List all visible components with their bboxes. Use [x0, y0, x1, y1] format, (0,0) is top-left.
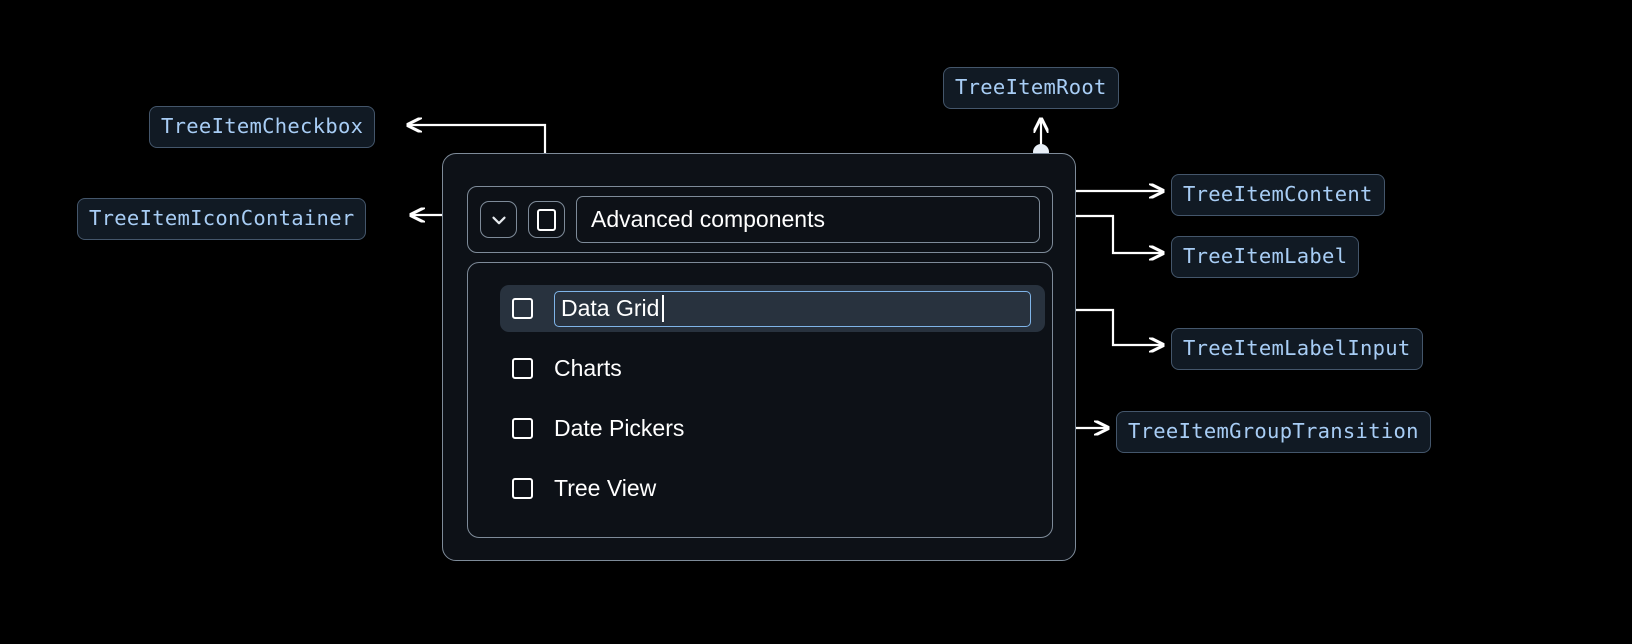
checkbox-icon[interactable] — [512, 418, 533, 439]
tree-row-date-pickers[interactable]: Date Pickers — [500, 405, 1045, 452]
tree-item-label-text: Advanced components — [591, 206, 825, 232]
checkbox-icon[interactable] — [512, 358, 533, 379]
tree-item-label: Charts — [554, 355, 622, 381]
tree-row-tree-view[interactable]: Tree View — [500, 465, 1045, 512]
tree-item-label: Date Pickers — [554, 415, 685, 441]
tree-item-label[interactable]: Advanced components — [576, 196, 1040, 243]
annotation-chip-label: TreeItemLabel — [1171, 236, 1360, 278]
chevron-down-icon — [491, 216, 506, 224]
annotation-chip-icon-container: TreeItemIconContainer — [77, 198, 367, 240]
checkbox-icon — [537, 208, 556, 231]
tree-row-charts[interactable]: Charts — [500, 345, 1045, 392]
annotation-chip-content: TreeItemContent — [1171, 174, 1385, 216]
label-input-value: Data Grid — [561, 295, 660, 321]
annotation-chip-checkbox: TreeItemCheckbox — [149, 106, 376, 148]
tree-item-group-transition: Data Grid Charts Date Pickers Tree View — [467, 262, 1053, 538]
wire-label — [1041, 214, 1163, 253]
annotation-chip-label-input: TreeItemLabelInput — [1171, 328, 1423, 370]
tree-item-root[interactable]: Advanced components Data Grid Charts Dat… — [442, 153, 1076, 561]
tree-item-icon-container[interactable] — [480, 201, 517, 238]
tree-item-label: Tree View — [554, 475, 657, 501]
wire-label-input — [1041, 308, 1163, 345]
text-caret — [662, 295, 665, 322]
checkbox-icon[interactable] — [512, 298, 533, 319]
tree-item-checkbox[interactable] — [528, 201, 565, 238]
annotation-chip-root: TreeItemRoot — [943, 67, 1119, 109]
annotation-chip-group-transition: TreeItemGroupTransition — [1116, 411, 1431, 453]
checkbox-icon[interactable] — [512, 478, 533, 499]
tree-item-label-input[interactable]: Data Grid — [554, 290, 1031, 327]
tree-item-content[interactable]: Advanced components — [467, 186, 1053, 253]
tree-row-data-grid[interactable]: Data Grid — [500, 285, 1045, 332]
